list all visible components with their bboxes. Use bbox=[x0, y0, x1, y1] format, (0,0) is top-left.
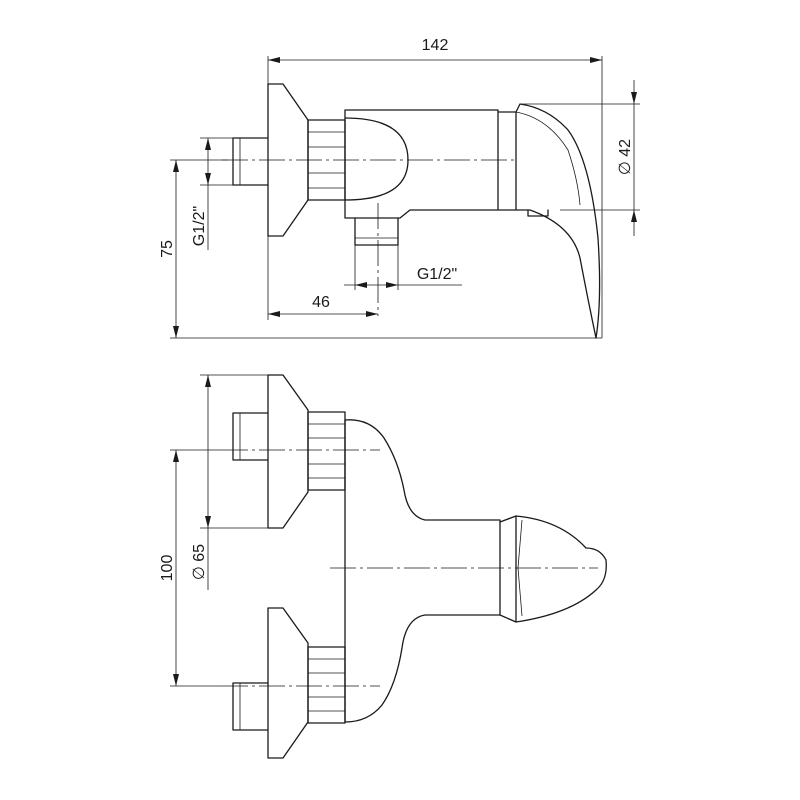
side-inlet-pipe bbox=[232, 137, 269, 186]
side-handle-inner bbox=[515, 111, 581, 206]
side-mixer-body bbox=[344, 109, 499, 219]
top-lower-hex-nut bbox=[307, 646, 346, 724]
side-view: 142 75 G1/2" G1/2" bbox=[159, 37, 640, 339]
label-inlet-thread: G1/2" bbox=[191, 206, 208, 246]
dimension-inlet-thread: G1/2" bbox=[191, 137, 233, 250]
dimension-inlet-offset: 46 bbox=[267, 236, 378, 320]
top-lower-inlet-pipe bbox=[232, 682, 269, 731]
label-142: 142 bbox=[422, 37, 449, 54]
side-handle-nub bbox=[527, 209, 549, 217]
label-outlet-thread: G1/2" bbox=[417, 266, 457, 283]
dimension-centers: 100 bbox=[159, 449, 222, 687]
side-body-dome bbox=[344, 117, 409, 201]
top-view: 100 ∅ 65 bbox=[159, 374, 607, 759]
side-handle-lever bbox=[515, 103, 601, 339]
label-100: 100 bbox=[159, 555, 176, 582]
side-cartridge bbox=[497, 111, 517, 211]
dimension-height: 75 bbox=[159, 159, 602, 339]
label-diameter-42: ∅ 42 bbox=[617, 139, 634, 175]
top-handle-lever bbox=[515, 515, 607, 623]
top-cartridge bbox=[499, 515, 517, 623]
dimension-flange-diameter: ∅ 65 bbox=[191, 374, 268, 590]
top-upper-flange bbox=[267, 374, 309, 529]
label-46: 46 bbox=[312, 294, 330, 311]
dimension-outlet-thread: G1/2" bbox=[344, 245, 462, 290]
dimension-overall-length: 142 bbox=[267, 37, 603, 338]
top-upper-inlet-pipe bbox=[232, 412, 269, 461]
dimension-handle-diameter: ∅ 42 bbox=[522, 80, 640, 236]
top-mixer-body bbox=[344, 419, 501, 723]
side-outlet-pipe bbox=[354, 217, 399, 246]
label-75: 75 bbox=[159, 240, 176, 258]
label-diameter-65: ∅ 65 bbox=[191, 544, 208, 580]
top-lower-flange bbox=[267, 607, 309, 759]
